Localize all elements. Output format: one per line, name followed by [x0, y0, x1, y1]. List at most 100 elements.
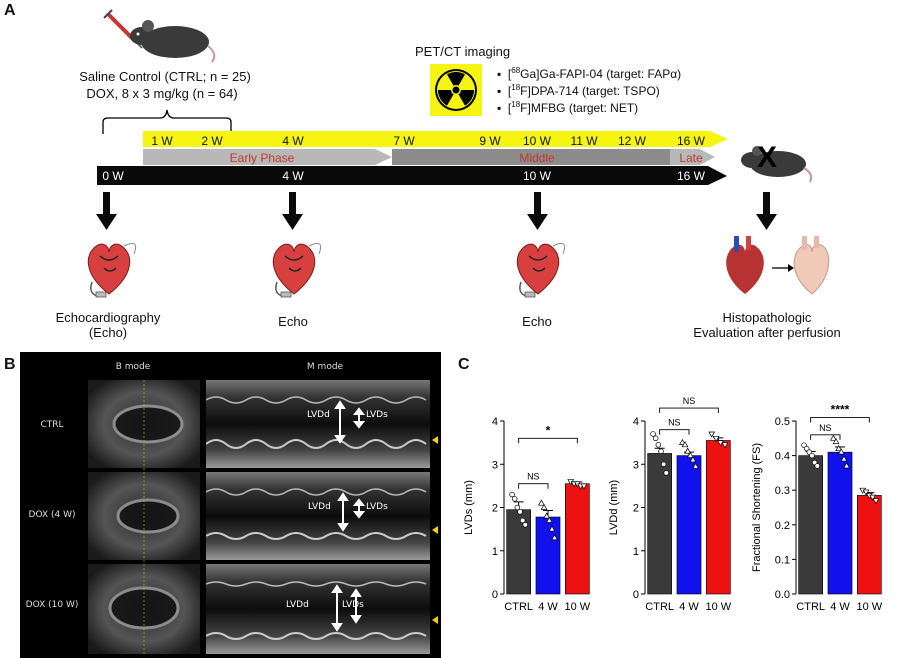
phase-label-middle: Middle	[519, 151, 555, 165]
x-tick-label: CTRL	[796, 601, 825, 613]
lvdd-label: LVDd	[308, 502, 331, 512]
black-week-label: 16 W	[676, 169, 706, 183]
dox-group-label: DOX, 8 x 3 mg/kg (n = 64)	[86, 86, 238, 101]
y-tick-label: 1	[492, 546, 498, 558]
bar	[676, 455, 702, 595]
heart-echo-icon	[272, 242, 322, 298]
late-phase-arrow	[670, 149, 715, 165]
significance-label: NS	[819, 423, 832, 433]
data-point	[658, 448, 664, 455]
mouse-injection-illustration	[103, 9, 216, 63]
y-tick-label: 4	[492, 416, 498, 428]
data-point	[814, 463, 821, 469]
data-point	[809, 452, 815, 459]
data-point	[721, 442, 729, 449]
week-label: 16 W	[676, 134, 706, 148]
y-tick-label: 1	[633, 546, 639, 558]
measurement-arrows	[331, 400, 366, 632]
data-point	[869, 494, 877, 501]
data-point	[522, 522, 529, 528]
radiation-icon	[430, 64, 482, 116]
tracer-sup: 68	[511, 66, 521, 75]
data-point	[692, 462, 700, 469]
significance-label: NS	[683, 396, 696, 406]
mmode-header: M mode	[306, 362, 344, 372]
tracer-text: Ga]Ga-FAPI-04 (target: FAPα)	[520, 67, 682, 81]
data-point	[650, 431, 656, 437]
group-brace	[102, 109, 232, 134]
week-label: 1 W	[151, 134, 173, 148]
data-point	[543, 512, 551, 519]
bar	[506, 509, 531, 595]
y-tick-label: 2	[633, 503, 639, 515]
significance-label: NS	[668, 418, 681, 428]
phase-label-early: Early Phase	[229, 151, 295, 165]
significance-bracket	[659, 429, 690, 435]
heart-echo-icon	[516, 242, 566, 298]
y-axis-label: LVDd (mm)	[608, 480, 620, 535]
tracer-sup: 18	[511, 83, 521, 92]
data-point	[689, 456, 697, 463]
lvds-label: LVDs	[366, 502, 388, 512]
early-phase-arrow	[143, 149, 392, 165]
y-tick-label: 3	[492, 459, 498, 471]
data-point	[551, 534, 559, 541]
echo-row-label: CTRL	[40, 420, 64, 430]
panel-c-letter: C	[458, 356, 470, 373]
caption-line: Echocardiography	[55, 310, 161, 325]
y-tick-label: 0	[633, 589, 639, 601]
panel-a-letter: A	[4, 2, 16, 19]
x-tick-label: 4 W	[830, 601, 850, 613]
timeline	[97, 131, 728, 185]
data-point	[519, 517, 526, 524]
significance-bracket	[518, 483, 549, 489]
significance-label: *	[546, 423, 551, 437]
y-tick-label: 4	[633, 416, 639, 428]
mmode-image	[206, 564, 430, 654]
data-point	[872, 498, 880, 505]
caption-line: (Echo)	[88, 325, 128, 340]
significance-bracket	[518, 437, 578, 444]
echo-row-label: DOX (4 W)	[28, 510, 76, 520]
significance-label: ****	[831, 403, 850, 417]
lvdd-label: LVDd	[286, 600, 309, 610]
data-point	[686, 451, 694, 458]
bar	[706, 440, 731, 595]
week-label: 4 W	[282, 134, 304, 148]
tracer-text: F]MFBG (target: NET)	[520, 101, 639, 115]
data-point	[837, 448, 845, 455]
lvdd-label: LVDd	[307, 410, 330, 420]
bar	[827, 451, 853, 595]
x-tick-label: 10 W	[564, 601, 590, 613]
caption-line: Evaluation after perfusion	[693, 325, 841, 340]
data-point	[663, 470, 670, 476]
tracer-text: F]DPA-714 (target: TSPO)	[520, 84, 660, 98]
echo-image-panel: B mode M mode CTRL DOX (4 W) DOX (10 W)	[20, 352, 441, 658]
panel-b-letter: B	[4, 356, 16, 373]
data-point	[840, 455, 848, 462]
x-tick-label: CTRL	[645, 601, 674, 613]
histopathology-caption: Histopathologic Evaluation after perfusi…	[693, 310, 840, 340]
data-point	[708, 431, 716, 438]
bar	[857, 495, 882, 595]
significance-label: NS	[527, 472, 540, 482]
data-point	[835, 444, 843, 452]
bar	[798, 455, 823, 595]
sacrifice-mark: X	[757, 141, 778, 174]
week-label: 11 W	[570, 134, 598, 148]
echo-caption-baseline: Echocardiography (Echo)	[56, 310, 161, 340]
bar	[565, 483, 590, 595]
y-tick-label: 3	[633, 459, 639, 471]
bar	[535, 516, 561, 595]
data-point	[537, 499, 545, 506]
middle-phase-arrow	[392, 149, 686, 165]
data-point	[517, 509, 523, 515]
data-point	[712, 435, 720, 443]
black-week-label: 10 W	[522, 169, 552, 183]
significance-bracket	[810, 434, 841, 440]
black-timeline-arrow	[97, 166, 727, 185]
echo-caption-10w: Echo	[522, 314, 552, 329]
